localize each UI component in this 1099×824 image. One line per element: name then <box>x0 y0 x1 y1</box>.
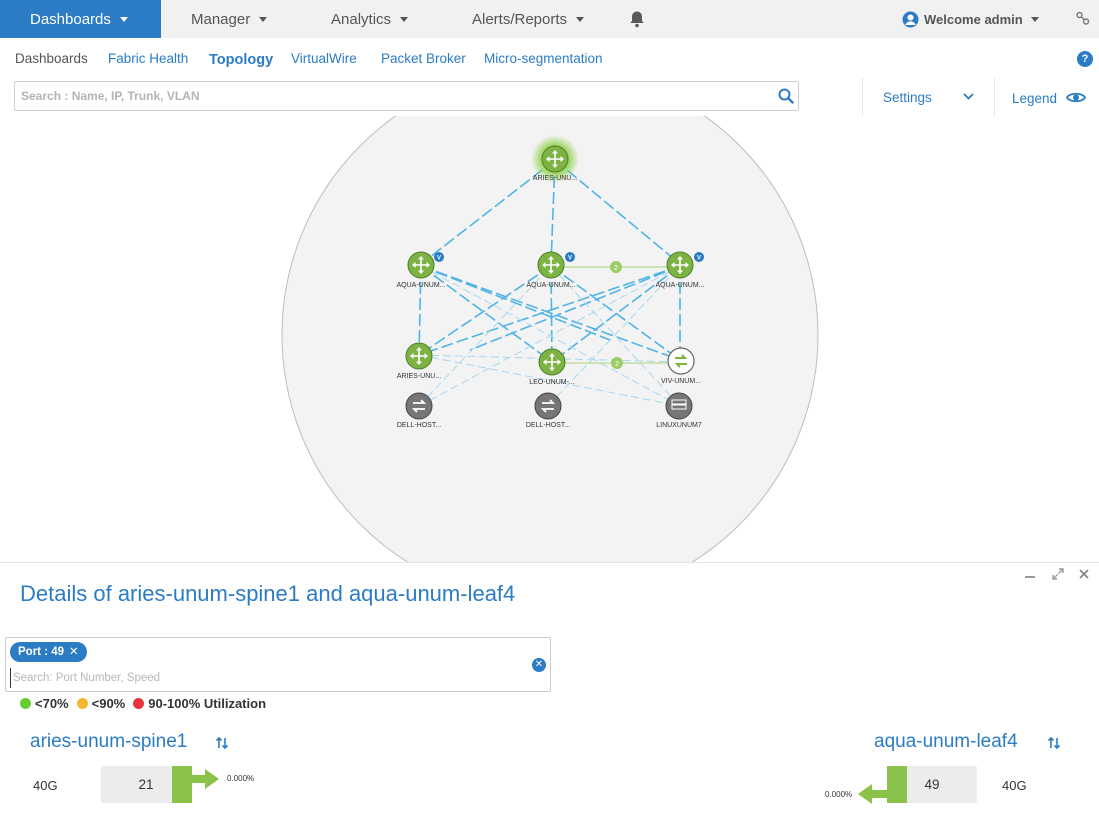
dashboards-menu-label: Dashboards <box>30 10 111 28</box>
caret-down-icon <box>119 16 128 22</box>
welcome-label: Welcome admin <box>924 11 1023 27</box>
user-menu[interactable]: Welcome admin <box>902 0 1039 38</box>
bell-icon[interactable] <box>628 10 646 28</box>
user-avatar-icon <box>902 11 919 27</box>
incoming-arrow-icon <box>858 784 887 804</box>
left-utilization-value: 0.000% <box>227 774 255 783</box>
caret-down-icon <box>576 16 585 22</box>
topology-canvas[interactable]: 2 2 ARIES-UNU... V AQUA-UNUM... <box>0 116 1099 562</box>
topology-search <box>14 81 799 111</box>
close-icon[interactable] <box>1077 567 1091 581</box>
port-filter: Port : 49 ✕ ✕ <box>5 637 551 692</box>
node-label: AQUA-UNUM... <box>527 282 576 289</box>
node-dell-host-2[interactable]: DELL-HOST... <box>526 392 570 429</box>
caret-down-icon <box>400 16 409 22</box>
settings-button[interactable]: Settings <box>883 90 932 105</box>
alerts-reports-menu[interactable]: Alerts/Reports <box>472 0 585 38</box>
left-port-speed: 40G <box>33 778 58 793</box>
tab-topology[interactable]: Topology <box>209 52 274 68</box>
tab-virtualwire[interactable]: VirtualWire <box>291 51 357 66</box>
util-high-label: 90-100% Utilization <box>148 696 267 711</box>
node-label: VIV-UNUM... <box>661 378 701 385</box>
toolbar-divider <box>994 78 995 116</box>
right-utilization-value: 0.000% <box>825 790 853 799</box>
manager-menu[interactable]: Manager <box>191 0 268 38</box>
link-count-badge[interactable]: 2 <box>610 261 622 273</box>
node-label: ARIES-UNU... <box>533 175 577 182</box>
util-mid-label: <90% <box>91 696 126 711</box>
remove-chip-icon[interactable]: ✕ <box>69 646 79 658</box>
node-linux-server[interactable]: LINUXUNUM7 <box>656 392 702 429</box>
alerts-reports-menu-label: Alerts/Reports <box>472 10 568 28</box>
dashboard-tabs: Dashboards Fabric Health Topology Virtua… <box>0 38 1099 78</box>
node-aqua-leaf-2[interactable]: V AQUA-UNUM... <box>527 251 576 289</box>
tab-micro-segmentation[interactable]: Micro-segmentation <box>484 51 603 66</box>
node-label: DELL-HOST... <box>397 422 441 429</box>
analytics-menu[interactable]: Analytics <box>331 0 409 38</box>
tab-dashboards[interactable]: Dashboards <box>15 51 88 66</box>
port-search-input[interactable] <box>10 668 510 688</box>
orange-dot-icon <box>76 698 88 709</box>
link-count-badge[interactable]: 2 <box>611 357 623 369</box>
port-filter-chip-label: Port : 49 <box>18 646 65 658</box>
virtual-badge-icon <box>434 252 444 262</box>
search-icon[interactable] <box>778 88 794 104</box>
util-low-label: <70% <box>35 696 69 711</box>
red-dot-icon <box>133 698 145 709</box>
port-filter-chip[interactable]: Port : 49 ✕ <box>10 642 87 662</box>
link-count-label: 2 <box>614 265 618 272</box>
right-utilization-bar <box>887 766 907 803</box>
node-label: AQUA-UNUM... <box>656 282 705 289</box>
tab-packet-broker[interactable]: Packet Broker <box>381 51 466 66</box>
node-label: AQUA-UNUM... <box>397 282 446 289</box>
sort-icon[interactable] <box>1047 736 1061 750</box>
node-leo-leaf[interactable]: LEO-UNUM-... <box>529 348 575 386</box>
node-label: LEO-UNUM-... <box>529 379 575 386</box>
minimize-icon[interactable] <box>1023 567 1037 581</box>
virtual-badge-label: V <box>568 256 572 262</box>
node-aqua-leaf-1[interactable]: V AQUA-UNUM... <box>397 251 446 289</box>
green-dot-icon <box>20 698 31 709</box>
chevron-down-icon[interactable] <box>962 90 975 103</box>
topology-graph[interactable]: 2 2 ARIES-UNU... V AQUA-UNUM... <box>0 116 1099 562</box>
outgoing-arrow-icon <box>190 769 219 789</box>
details-title: Details of aries-unum-spine1 and aqua-un… <box>20 581 516 606</box>
topology-boundary <box>281 116 819 562</box>
tab-fabric-health[interactable]: Fabric Health <box>108 51 189 66</box>
eye-icon[interactable] <box>1066 90 1086 105</box>
right-port-speed: 40G <box>1002 778 1027 793</box>
virtual-badge-label: V <box>437 256 441 262</box>
caret-down-icon <box>259 16 268 22</box>
help-icon[interactable]: ? <box>1077 51 1093 67</box>
sort-icon[interactable] <box>215 736 229 750</box>
dashboards-menu[interactable]: Dashboards <box>0 0 161 38</box>
node-aries-spine[interactable]: ARIES-UNU... <box>531 135 579 183</box>
caret-down-icon <box>1030 16 1039 22</box>
left-device-name: aries-unum-spine1 <box>30 731 188 752</box>
virtual-badge-icon <box>694 252 704 262</box>
topology-links <box>418 159 681 407</box>
analytics-menu-label: Analytics <box>331 10 392 28</box>
node-aries-leaf[interactable]: ARIES-UNU... <box>397 342 441 380</box>
node-label: DELL-HOST... <box>526 422 570 429</box>
virtual-badge-icon <box>565 252 575 262</box>
node-viv-host-switch[interactable]: VIV-UNUM... <box>661 347 701 385</box>
utilization-legend: <70% <90% 90-100% Utilization <box>20 696 274 711</box>
top-navigation-bar: Dashboards Manager Analytics Alerts/Repo… <box>0 0 1099 38</box>
settings-network-icon[interactable] <box>1075 11 1090 26</box>
legend-button[interactable]: Legend <box>1012 91 1058 106</box>
manager-menu-label: Manager <box>191 10 251 28</box>
topology-search-input[interactable] <box>15 82 755 110</box>
node-label: ARIES-UNU... <box>397 373 441 380</box>
left-utilization-bar <box>172 766 192 803</box>
right-device-name: aqua-unum-leaf4 <box>874 731 1018 752</box>
virtual-badge-label: V <box>697 256 701 262</box>
expand-icon[interactable] <box>1051 567 1065 581</box>
node-aqua-leaf-3[interactable]: V AQUA-UNUM... <box>656 251 705 289</box>
clear-filter-icon[interactable]: ✕ <box>532 658 546 672</box>
node-dell-host-1[interactable]: DELL-HOST... <box>397 392 441 429</box>
toolbar-divider <box>862 78 863 116</box>
link-count-label: 2 <box>615 361 619 368</box>
node-label: LINUXUNUM7 <box>656 422 702 429</box>
